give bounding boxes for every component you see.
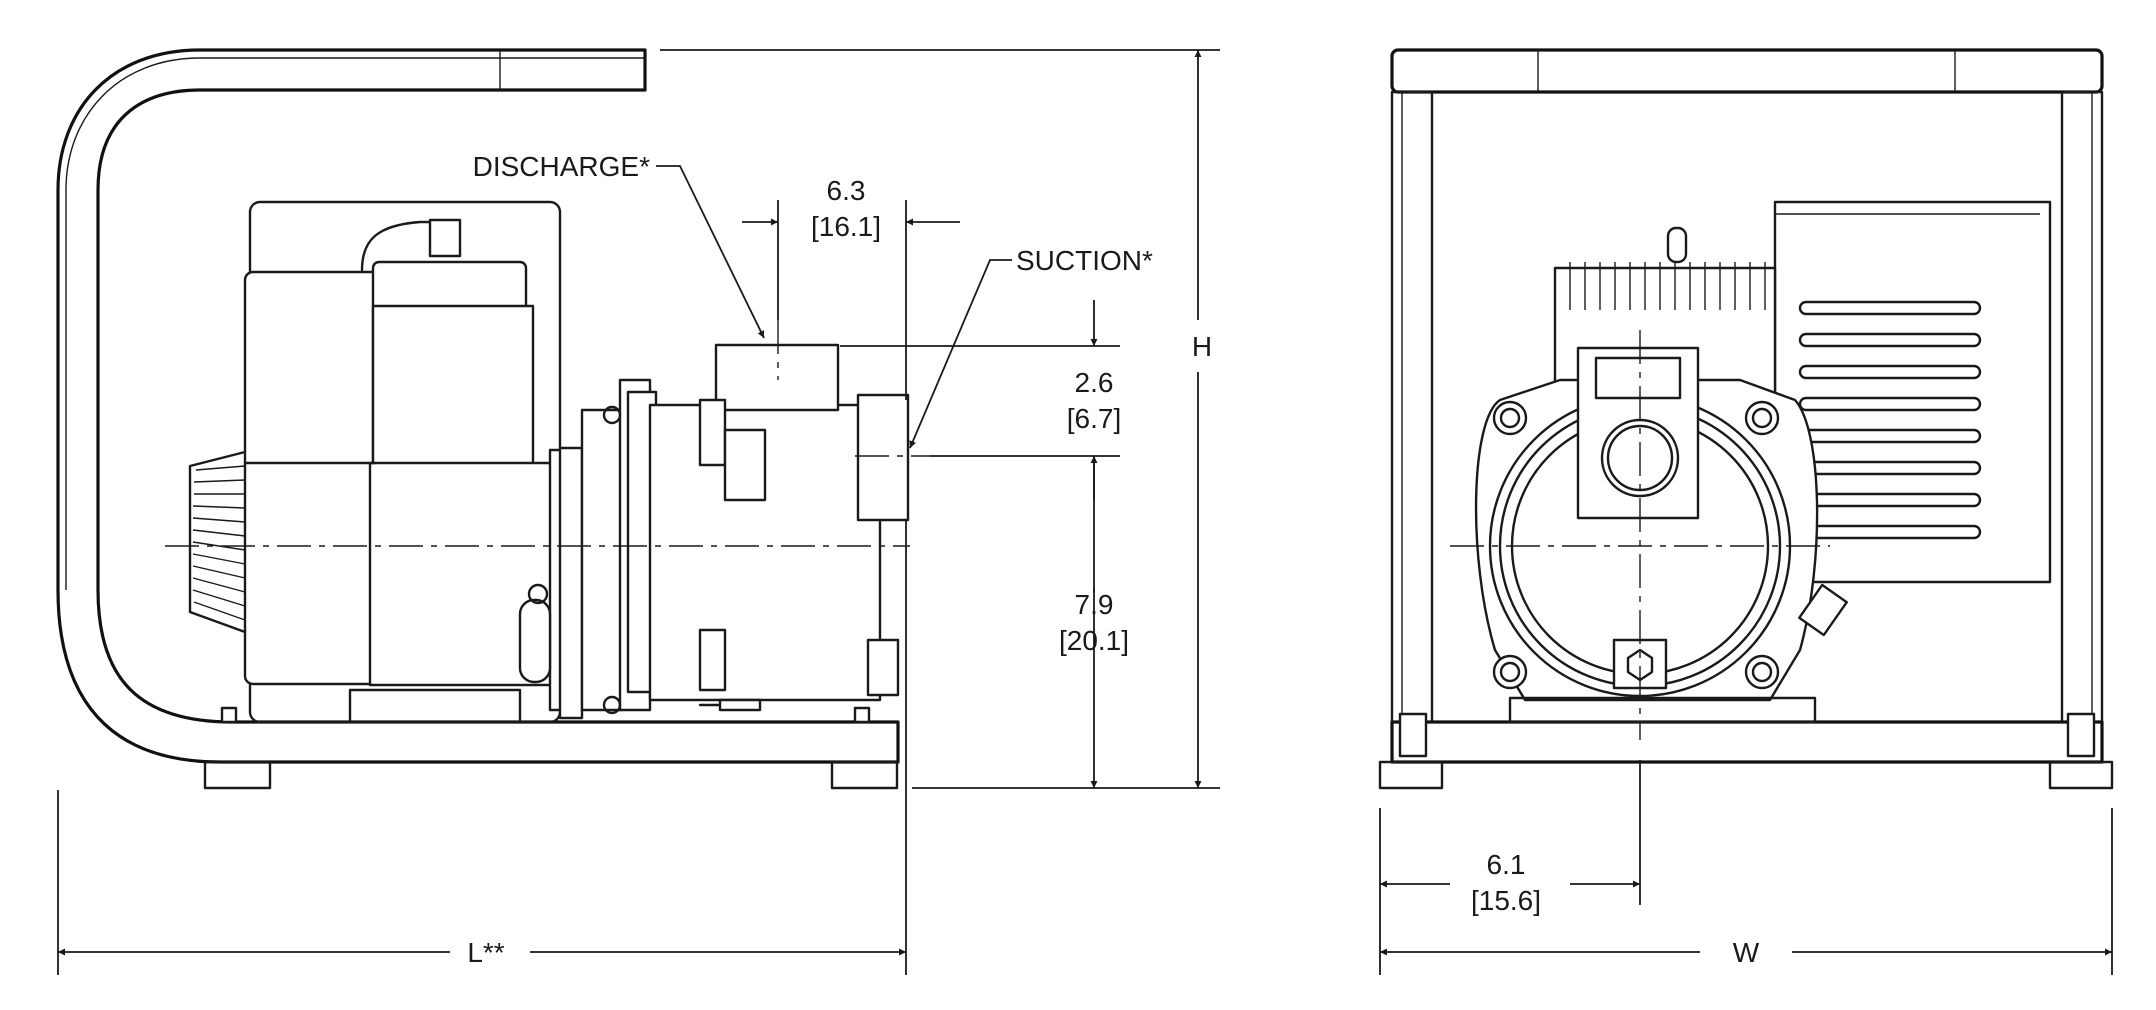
base-skid (220, 706, 871, 724)
side-view: 6.3 [16.1] 2.6 [6.7] 7.9 [20.1] H (56, 48, 1220, 975)
dim-port-spacing: 2.6 [6.7] (840, 300, 1121, 500)
front-view: 6.1 [15.6] W (1378, 48, 2114, 975)
starter-fins (192, 465, 246, 621)
dim-length-label: L** (467, 937, 504, 968)
suction-callout: SUCTION* (1016, 245, 1153, 276)
engine (188, 200, 582, 724)
dim-discharge-offset-cm: [16.1] (811, 211, 881, 242)
dim-height: H (660, 49, 1220, 788)
pump-casing (558, 343, 910, 720)
dim-discharge-offset-in: 6.3 (827, 175, 866, 206)
discharge-leader: DISCHARGE* (473, 151, 765, 339)
dim-suction-height-cm: [20.1] (1059, 625, 1129, 656)
pump-volute (1474, 346, 1848, 724)
dim-port-spacing-cm: [6.7] (1067, 403, 1121, 434)
dim-suction-height: 7.9 [20.1] (912, 456, 1220, 789)
front-frame (1378, 48, 2114, 790)
roll-cage-frame (56, 48, 900, 790)
dim-width-label: W (1733, 937, 1760, 968)
discharge-callout: DISCHARGE* (473, 151, 650, 182)
dim-center-offset-cm: [15.6] (1471, 885, 1541, 916)
dim-port-spacing-in: 2.6 (1075, 367, 1114, 398)
dim-length: L** (57, 520, 907, 975)
dim-center-offset: 6.1 [15.6] (1379, 760, 1641, 975)
dim-height-label: H (1192, 331, 1212, 362)
dim-center-offset-in: 6.1 (1487, 849, 1526, 880)
dim-suction-height-in: 7.9 (1075, 589, 1114, 620)
dim-discharge-offset: 6.3 [16.1] (742, 175, 960, 400)
suction-leader: SUCTION* (909, 245, 1153, 449)
dim-width: W (1380, 808, 2113, 975)
engine-housing (1773, 200, 2052, 584)
